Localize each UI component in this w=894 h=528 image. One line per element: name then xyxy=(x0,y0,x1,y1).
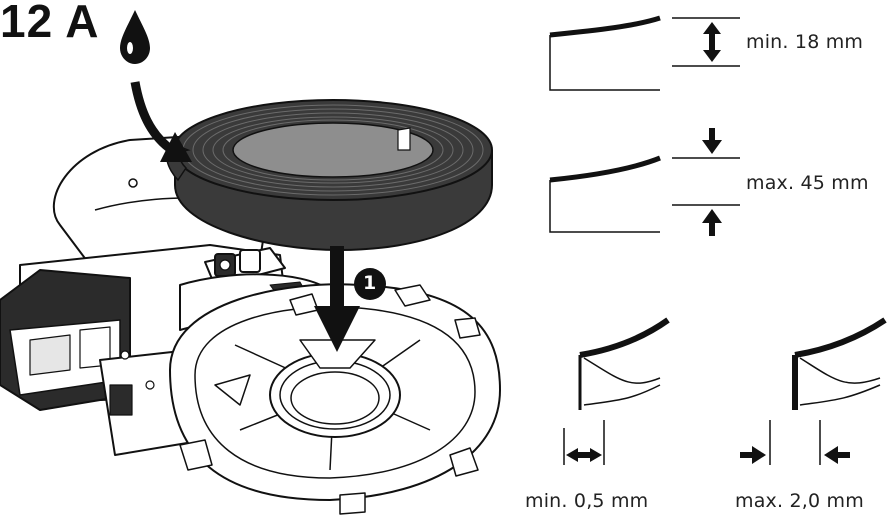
down-arrow-icon xyxy=(314,246,360,352)
label-thickness-min: min. 0,5 mm xyxy=(525,490,649,512)
curved-arrow-icon xyxy=(130,81,192,162)
label-height-min: min. 18 mm xyxy=(746,31,864,53)
profile-height-min xyxy=(549,15,740,91)
tape-tray xyxy=(169,283,501,515)
step-title: 12 A xyxy=(0,0,100,47)
right-arrow-icon xyxy=(740,446,766,464)
left-arrow-icon xyxy=(824,446,850,464)
profile-height-max xyxy=(549,155,740,233)
callout-number: 1 xyxy=(363,272,377,294)
step-callout-badge xyxy=(354,268,386,300)
profile-thickness-min xyxy=(563,317,670,465)
double-horizontal-arrow-icon xyxy=(566,448,602,462)
label-height-max: max. 45 mm xyxy=(746,172,869,194)
profile-thickness-max xyxy=(769,317,887,465)
down-arrow-small-icon xyxy=(702,128,722,154)
double-vertical-arrow-icon xyxy=(703,22,721,62)
water-drop-icon xyxy=(120,10,150,64)
edge-tape-roll xyxy=(165,99,493,252)
up-arrow-small-icon xyxy=(702,209,722,236)
label-thickness-max: max. 2,0 mm xyxy=(735,490,864,512)
